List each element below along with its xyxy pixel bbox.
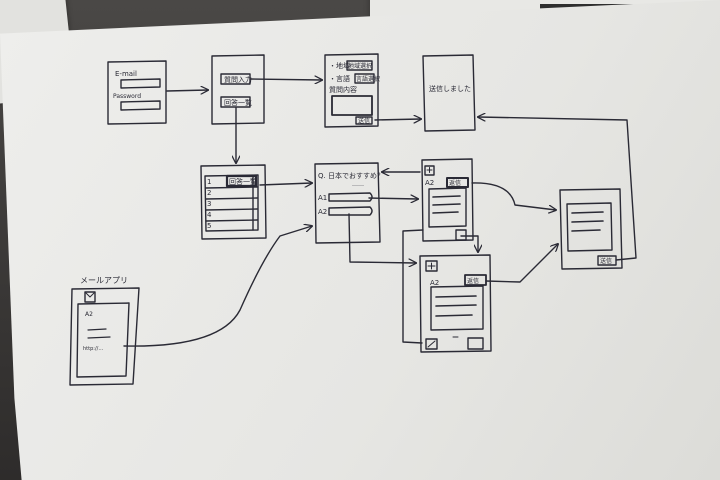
password-label: Password (113, 93, 141, 100)
screen-answer-a2-bottom: A2 返信 (419, 254, 492, 353)
answer-2-label: A2 (318, 208, 327, 216)
answer-a2-top-label: A2 (425, 179, 434, 187)
answer-list-number: 3 (207, 200, 211, 208)
answer-a2-bottom-badge: 返信 (467, 277, 479, 285)
answer-list-header: 回答一覧 (229, 177, 257, 186)
flow-arrows (123, 79, 637, 347)
screen-question-form: ・地域 地域選択 ・言語 言語選択 質問内容 送信 (324, 53, 380, 128)
arrow-a2-to-answer (348, 213, 416, 263)
form-field-2: ・言語 (329, 74, 350, 83)
arrow-loop-left (402, 229, 424, 344)
screen-answer-a2-top: A2 返信 (421, 158, 474, 242)
arrow-mail-to-detail (123, 226, 312, 347)
arrow-a1-to-answer (368, 198, 418, 199)
mail-line-1: A2 (85, 311, 93, 318)
answer-a2-bottom-label: A2 (430, 279, 439, 287)
menu-button-2-label: 回答一覧 (224, 98, 252, 107)
form-field-1: ・地域 (329, 61, 350, 70)
complete-message: 送信しました (429, 84, 471, 93)
answer-list-number: 4 (207, 211, 212, 219)
menu-button-1-label: 質問入力 (224, 75, 252, 84)
screen-reply: 送信 (559, 188, 623, 270)
screen-menu: 質問入力 回答一覧 (211, 54, 265, 125)
arrow-answer-to-answer2 (460, 235, 478, 252)
screen-answer-list: 回答一覧 1 2 3 4 5 (200, 164, 267, 240)
screen-question-detail: Q. 日本でおすすめ？ …… A1 A2 (314, 162, 384, 244)
answer-1-label: A1 (318, 194, 327, 202)
arrow-login-to-menu (166, 90, 208, 91)
screen-login: E-mail Password (107, 60, 167, 125)
arrow-answer2-to-reply (485, 244, 558, 283)
answer-a2-top-badge: 返信 (449, 179, 461, 187)
mail-link: http://… (83, 346, 103, 352)
reply-badge: 送信 (600, 257, 612, 265)
arrow-answer-to-reply (471, 182, 556, 210)
screen-mail-app: メールアプリ A2 http://… (69, 276, 140, 386)
question-title: Q. 日本でおすすめ？ (318, 171, 384, 180)
form-field-3: 質問内容 (329, 85, 357, 94)
arrow-list-to-detail (259, 183, 312, 185)
answer-list-number: 1 (207, 178, 211, 186)
form-field-1-badge: 地域選択 (348, 62, 372, 70)
form-field-2-badge: 言語選択 (356, 75, 380, 83)
answer-list-number: 5 (207, 222, 211, 230)
question-title-suffix: …… (352, 181, 364, 188)
screen-complete: 送信しました (422, 54, 476, 132)
arrow-reply-to-complete (478, 117, 637, 261)
answer-list-numbers: 1 2 3 4 5 (207, 178, 212, 230)
form-submit-label: 送信 (358, 117, 370, 125)
arrow-form-to-complete (374, 119, 421, 120)
arrow-menu-to-form (249, 79, 322, 80)
email-label: E-mail (115, 70, 137, 78)
answer-list-number: 2 (207, 189, 211, 197)
mail-app-label: メールアプリ (80, 276, 128, 285)
